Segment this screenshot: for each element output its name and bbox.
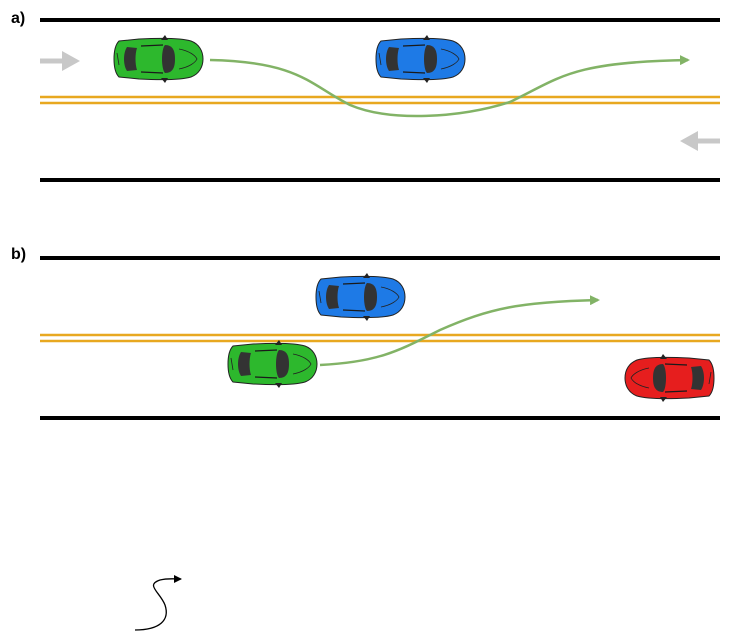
red-car — [624, 353, 715, 403]
blue-car — [315, 272, 406, 322]
trajectory-arrow — [209, 55, 690, 118]
blue-car — [375, 34, 466, 84]
s-curve-arrow-icon — [134, 574, 182, 631]
trajectory-arrow — [319, 295, 600, 367]
panel-a-label: a) — [11, 10, 26, 27]
right-arrow-icon — [40, 51, 80, 71]
panel-b — [40, 256, 720, 420]
green-car — [113, 34, 204, 84]
left-arrow-icon — [680, 131, 720, 151]
panel-a — [40, 18, 720, 182]
panel-b-label: b) — [11, 246, 27, 263]
green-car — [227, 339, 318, 389]
